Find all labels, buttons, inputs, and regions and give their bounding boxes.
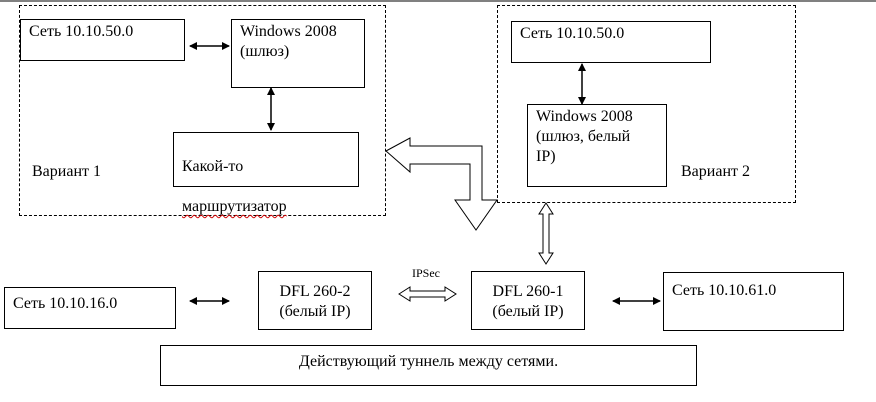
hollow-vertical-double-arrow [538,202,554,265]
variant-1-region [19,5,386,216]
v2-network-box: Сеть 10.10.50.0 [511,21,711,63]
net-61-box: Сеть 10.10.61.0 [663,272,844,331]
dfl-260-2-box: DFL 260-2 (белый IP) [258,271,372,330]
dfl-260-1-box: DFL 260-1 (белый IP) [471,271,585,330]
variant-1-label: Вариант 1 [32,163,101,180]
v1-router-box: Какой-то маршрутизатор [173,132,359,215]
v1-network-box: Сеть 10.10.50.0 [20,19,185,61]
v1-router-line2: маршрутизатор [182,198,287,215]
hollow-bent-arrow [385,137,498,231]
v1-gateway-box: Windows 2008 (шлюз) [231,19,365,88]
net-16-box: Сеть 10.10.16.0 [4,287,176,329]
variant-2-region [497,5,796,203]
v1-router-line1: Какой-то [182,158,244,175]
ipsec-label: IPSec [412,266,440,280]
tunnel-caption: Действующий туннель между сетями. [160,345,697,386]
v2-gateway-box: Windows 2008 (шлюз, белый IP) [527,104,667,187]
hollow-ipsec-arrow [398,286,457,302]
variant-2-label: Вариант 2 [681,163,750,180]
